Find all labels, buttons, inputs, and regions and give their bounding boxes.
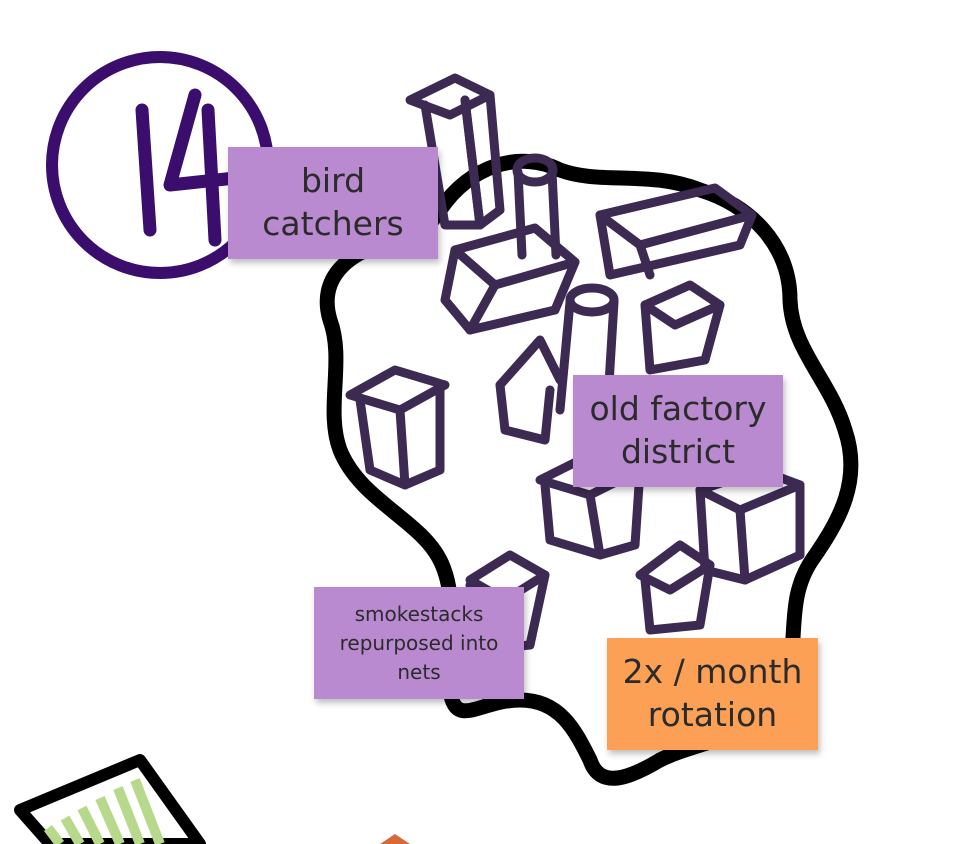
sticky-note-smokestacks[interactable]: smokestacks repurposed into nets [314,587,524,699]
step-number-circle [46,51,274,279]
sticky-note-text: smokestacks repurposed into nets [339,601,499,684]
sticky-note-text: 2x / month rotation [622,652,803,734]
sticky-note-text: old factory district [589,389,767,471]
sticky-note-rotation[interactable]: 2x / month rotation [607,638,818,750]
sticky-note-text: bird catchers [262,161,404,243]
sticky-note-bird-catchers[interactable]: bird catchers [228,147,438,259]
factory-buildings [345,73,805,655]
sticky-note-old-factory-district[interactable]: old factory district [573,375,783,487]
green-striped-sketch [14,754,206,844]
orange-fragment [380,834,410,844]
